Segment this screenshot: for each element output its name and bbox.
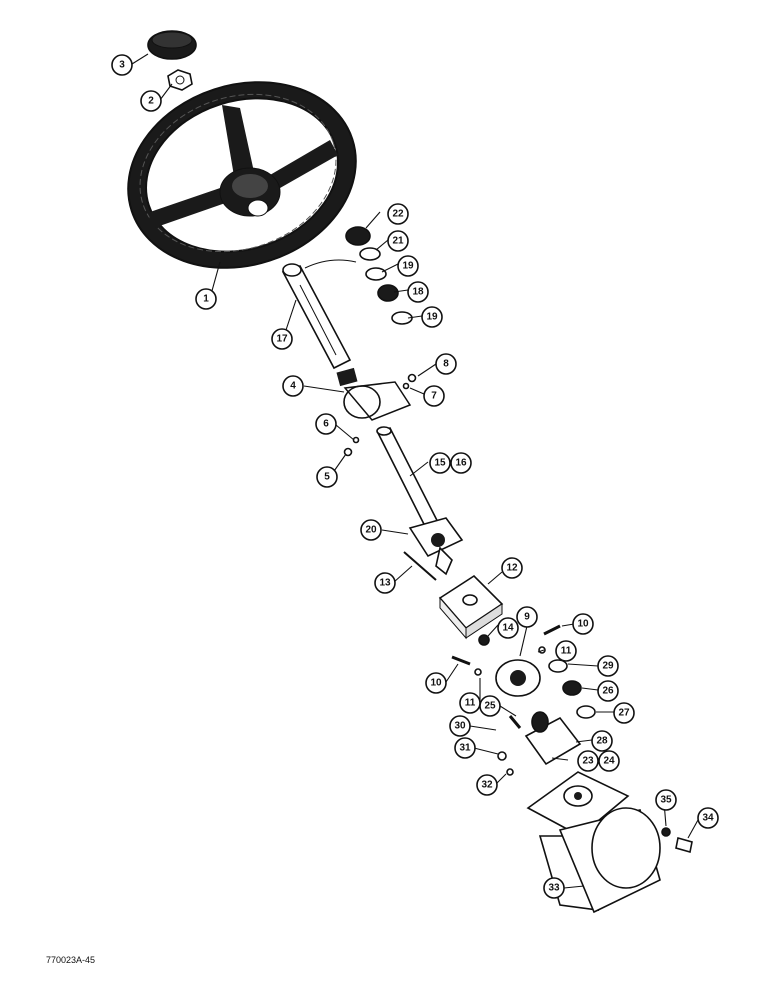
callout-6: 6 — [315, 413, 337, 435]
callout-27: 27 — [613, 702, 635, 724]
callout-29: 29 — [597, 655, 619, 677]
callout-7: 7 — [423, 385, 445, 407]
svg-text:32: 32 — [481, 780, 493, 791]
callout-18: 18 — [407, 281, 429, 303]
svg-text:9: 9 — [524, 612, 530, 623]
callout-32: 32 — [476, 774, 498, 796]
callout-31: 31 — [454, 737, 476, 759]
svg-text:7: 7 — [431, 391, 437, 402]
svg-text:16: 16 — [455, 458, 467, 469]
horn-cap — [147, 30, 197, 60]
mounting-flange — [403, 517, 464, 581]
callout-11-left: 11 — [459, 692, 481, 714]
callout-25: 25 — [479, 695, 501, 717]
svg-text:10: 10 — [577, 619, 589, 630]
svg-text:23: 23 — [582, 756, 594, 767]
svg-text:34: 34 — [702, 813, 714, 824]
callout-17: 17 — [271, 328, 293, 350]
leader-lines — [131, 53, 699, 889]
svg-text:28: 28 — [596, 736, 608, 747]
svg-text:13: 13 — [379, 578, 391, 589]
callout-9: 9 — [516, 606, 538, 628]
callout-19-lower: 19 — [421, 306, 443, 328]
callout-26: 26 — [597, 680, 619, 702]
column-bracket-assembly — [336, 367, 412, 421]
svg-text:4: 4 — [290, 381, 296, 392]
svg-text:3: 3 — [119, 60, 125, 71]
callout-12: 12 — [501, 557, 523, 579]
svg-text:21: 21 — [392, 236, 404, 247]
callout-28: 28 — [591, 730, 613, 752]
callout-14: 14 — [497, 617, 519, 639]
callout-2: 2 — [140, 90, 162, 112]
svg-text:15: 15 — [434, 458, 446, 469]
svg-text:24: 24 — [603, 756, 615, 767]
callout-8: 8 — [435, 353, 457, 375]
svg-text:11: 11 — [561, 646, 572, 657]
svg-text:19: 19 — [426, 312, 438, 323]
svg-text:6: 6 — [323, 419, 329, 430]
svg-text:19: 19 — [402, 261, 414, 272]
callout-19-upper: 19 — [397, 255, 419, 277]
valve-adapter — [497, 711, 582, 776]
callout-20: 20 — [360, 519, 382, 541]
svg-text:33: 33 — [548, 883, 560, 894]
coupler-assembly — [451, 624, 596, 719]
svg-text:20: 20 — [365, 525, 377, 536]
svg-text:35: 35 — [660, 795, 672, 806]
steering-control-unit — [526, 771, 693, 914]
adapter-block — [438, 574, 504, 640]
callout-21: 21 — [387, 230, 409, 252]
callout-10-left: 10 — [425, 672, 447, 694]
callout-10-right: 10 — [572, 613, 594, 635]
svg-text:11: 11 — [465, 698, 476, 709]
callout-23: 23 — [577, 750, 599, 772]
callout-13: 13 — [374, 572, 396, 594]
callout-5: 5 — [316, 466, 338, 488]
svg-text:30: 30 — [454, 721, 466, 732]
svg-text:1: 1 — [203, 294, 209, 305]
svg-text:26: 26 — [602, 686, 614, 697]
steering-wheel — [127, 81, 357, 269]
svg-text:12: 12 — [506, 563, 518, 574]
figure-reference: 770023A-45 — [46, 955, 96, 965]
callout-33: 33 — [543, 877, 565, 899]
callout-4: 4 — [282, 375, 304, 397]
svg-text:27: 27 — [618, 708, 630, 719]
svg-text:22: 22 — [392, 209, 404, 220]
callouts: 3 2 1 22 21 19 18 19 17 8 7 4 6 5 15 16 … — [111, 54, 719, 899]
callout-35: 35 — [655, 789, 677, 811]
svg-text:5: 5 — [324, 472, 330, 483]
callout-15: 15 — [429, 452, 451, 474]
steering-wheel-nut — [167, 69, 193, 91]
callout-22: 22 — [387, 203, 409, 225]
callout-3: 3 — [111, 54, 133, 76]
callout-30: 30 — [449, 715, 471, 737]
callout-16: 16 — [450, 452, 472, 474]
callout-34: 34 — [697, 807, 719, 829]
svg-text:31: 31 — [459, 743, 471, 754]
bearing-parts — [345, 226, 413, 325]
small-fasteners-upper — [343, 373, 417, 457]
svg-text:8: 8 — [443, 359, 449, 370]
svg-text:17: 17 — [276, 334, 288, 345]
svg-text:29: 29 — [602, 661, 614, 672]
svg-text:25: 25 — [484, 701, 496, 712]
svg-text:14: 14 — [502, 623, 514, 634]
upper-steering-shaft — [281, 259, 357, 370]
svg-text:10: 10 — [430, 678, 442, 689]
callout-24: 24 — [598, 750, 620, 772]
svg-text:18: 18 — [412, 287, 424, 298]
callout-1: 1 — [195, 288, 217, 310]
callout-11-right: 11 — [555, 640, 577, 662]
svg-text:2: 2 — [148, 96, 154, 107]
